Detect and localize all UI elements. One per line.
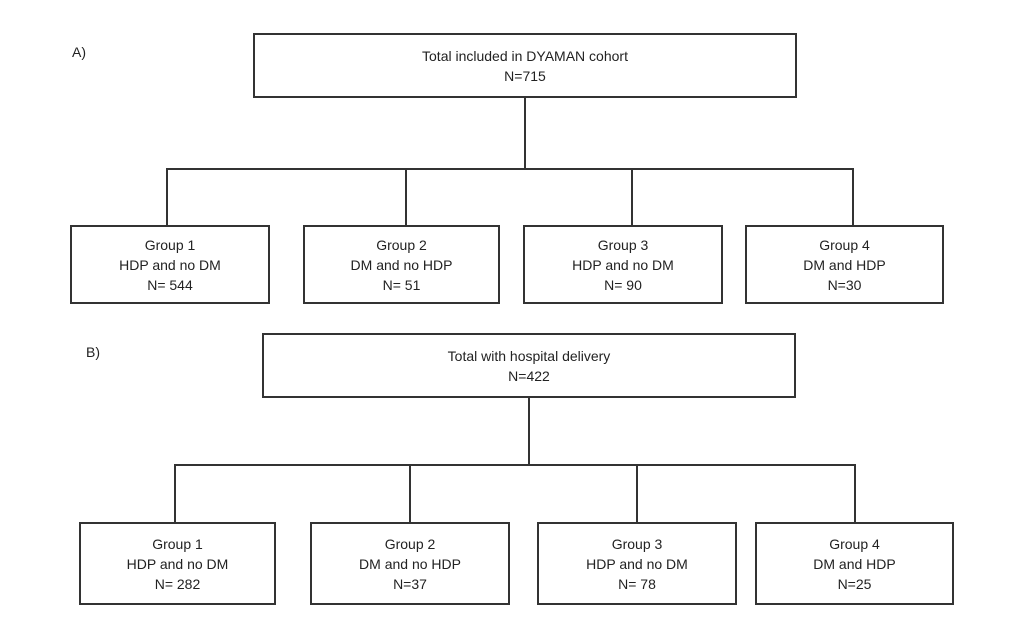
panel-b-connector-4 (854, 464, 856, 523)
group-name: Group 2 (376, 236, 427, 253)
group-n: N= 90 (604, 276, 642, 293)
group-desc: DM and no HDP (359, 555, 461, 572)
panel-a-group-1-box: Group 1 HDP and no DM N= 544 (70, 225, 270, 304)
panel-b-group-3-box: Group 3 HDP and no DM N= 78 (537, 522, 737, 605)
group-n: N=37 (393, 575, 427, 592)
panel-b-label: B) (86, 344, 100, 360)
panel-b-group-1-box: Group 1 HDP and no DM N= 282 (79, 522, 276, 605)
panel-a-label: A) (72, 44, 86, 60)
group-name: Group 3 (597, 236, 649, 253)
panel-b-total-box: Total with hospital delivery N=422 (262, 333, 796, 398)
group-name: Group 2 (384, 535, 436, 552)
group-desc: HDP and no DM (572, 256, 674, 273)
group-desc: HDP and no DM (586, 555, 688, 572)
panel-b-group-4-box: Group 4 DM and HDP N=25 (755, 522, 954, 605)
group-n: N=25 (837, 575, 872, 592)
panel-a-connector-3 (631, 168, 633, 226)
panel-a-connector-2 (405, 168, 407, 226)
panel-a-group-3-box: Group 3 HDP and no DM N= 90 (523, 225, 723, 304)
panel-a-group-2-box: Group 2 DM and no HDP N= 51 (303, 225, 500, 304)
group-name: Group 1 (152, 535, 203, 552)
group-name: Group 4 (829, 535, 880, 552)
group-n: N= 282 (154, 575, 201, 592)
group-n: N= 51 (382, 276, 421, 293)
group-name: Group 1 (144, 236, 196, 253)
panel-b-connector-3 (636, 464, 638, 523)
group-name: Group 4 (819, 236, 870, 253)
panel-b-total-n: N=422 (508, 367, 550, 384)
panel-a-group-4-box: Group 4 DM and HDP N=30 (745, 225, 944, 304)
panel-b-connector-1 (174, 464, 176, 523)
panel-b-branch-line (174, 464, 856, 466)
panel-a-total-title: Total included in DYAMAN cohort (422, 47, 628, 64)
group-desc: HDP and no DM (126, 555, 229, 572)
group-n: N=30 (827, 276, 862, 293)
group-desc: DM and no HDP (350, 256, 453, 273)
panel-a-total-n: N=715 (504, 67, 546, 84)
group-desc: DM and HDP (813, 555, 896, 572)
panel-b-connector-2 (409, 464, 411, 523)
panel-a-total-box: Total included in DYAMAN cohort N=715 (253, 33, 797, 98)
group-name: Group 3 (611, 535, 663, 552)
group-n: N= 544 (147, 276, 193, 293)
panel-b-group-2-box: Group 2 DM and no HDP N=37 (310, 522, 510, 605)
group-n: N= 78 (618, 575, 656, 592)
panel-b-total-title: Total with hospital delivery (447, 347, 611, 364)
panel-a-connector-4 (852, 168, 854, 226)
panel-a-connector-1 (166, 168, 168, 226)
group-desc: DM and HDP (803, 256, 886, 273)
group-desc: HDP and no DM (119, 256, 221, 273)
panel-a-trunk-line (524, 98, 526, 169)
panel-b-trunk-line (528, 398, 530, 465)
panel-a-branch-line (166, 168, 854, 170)
